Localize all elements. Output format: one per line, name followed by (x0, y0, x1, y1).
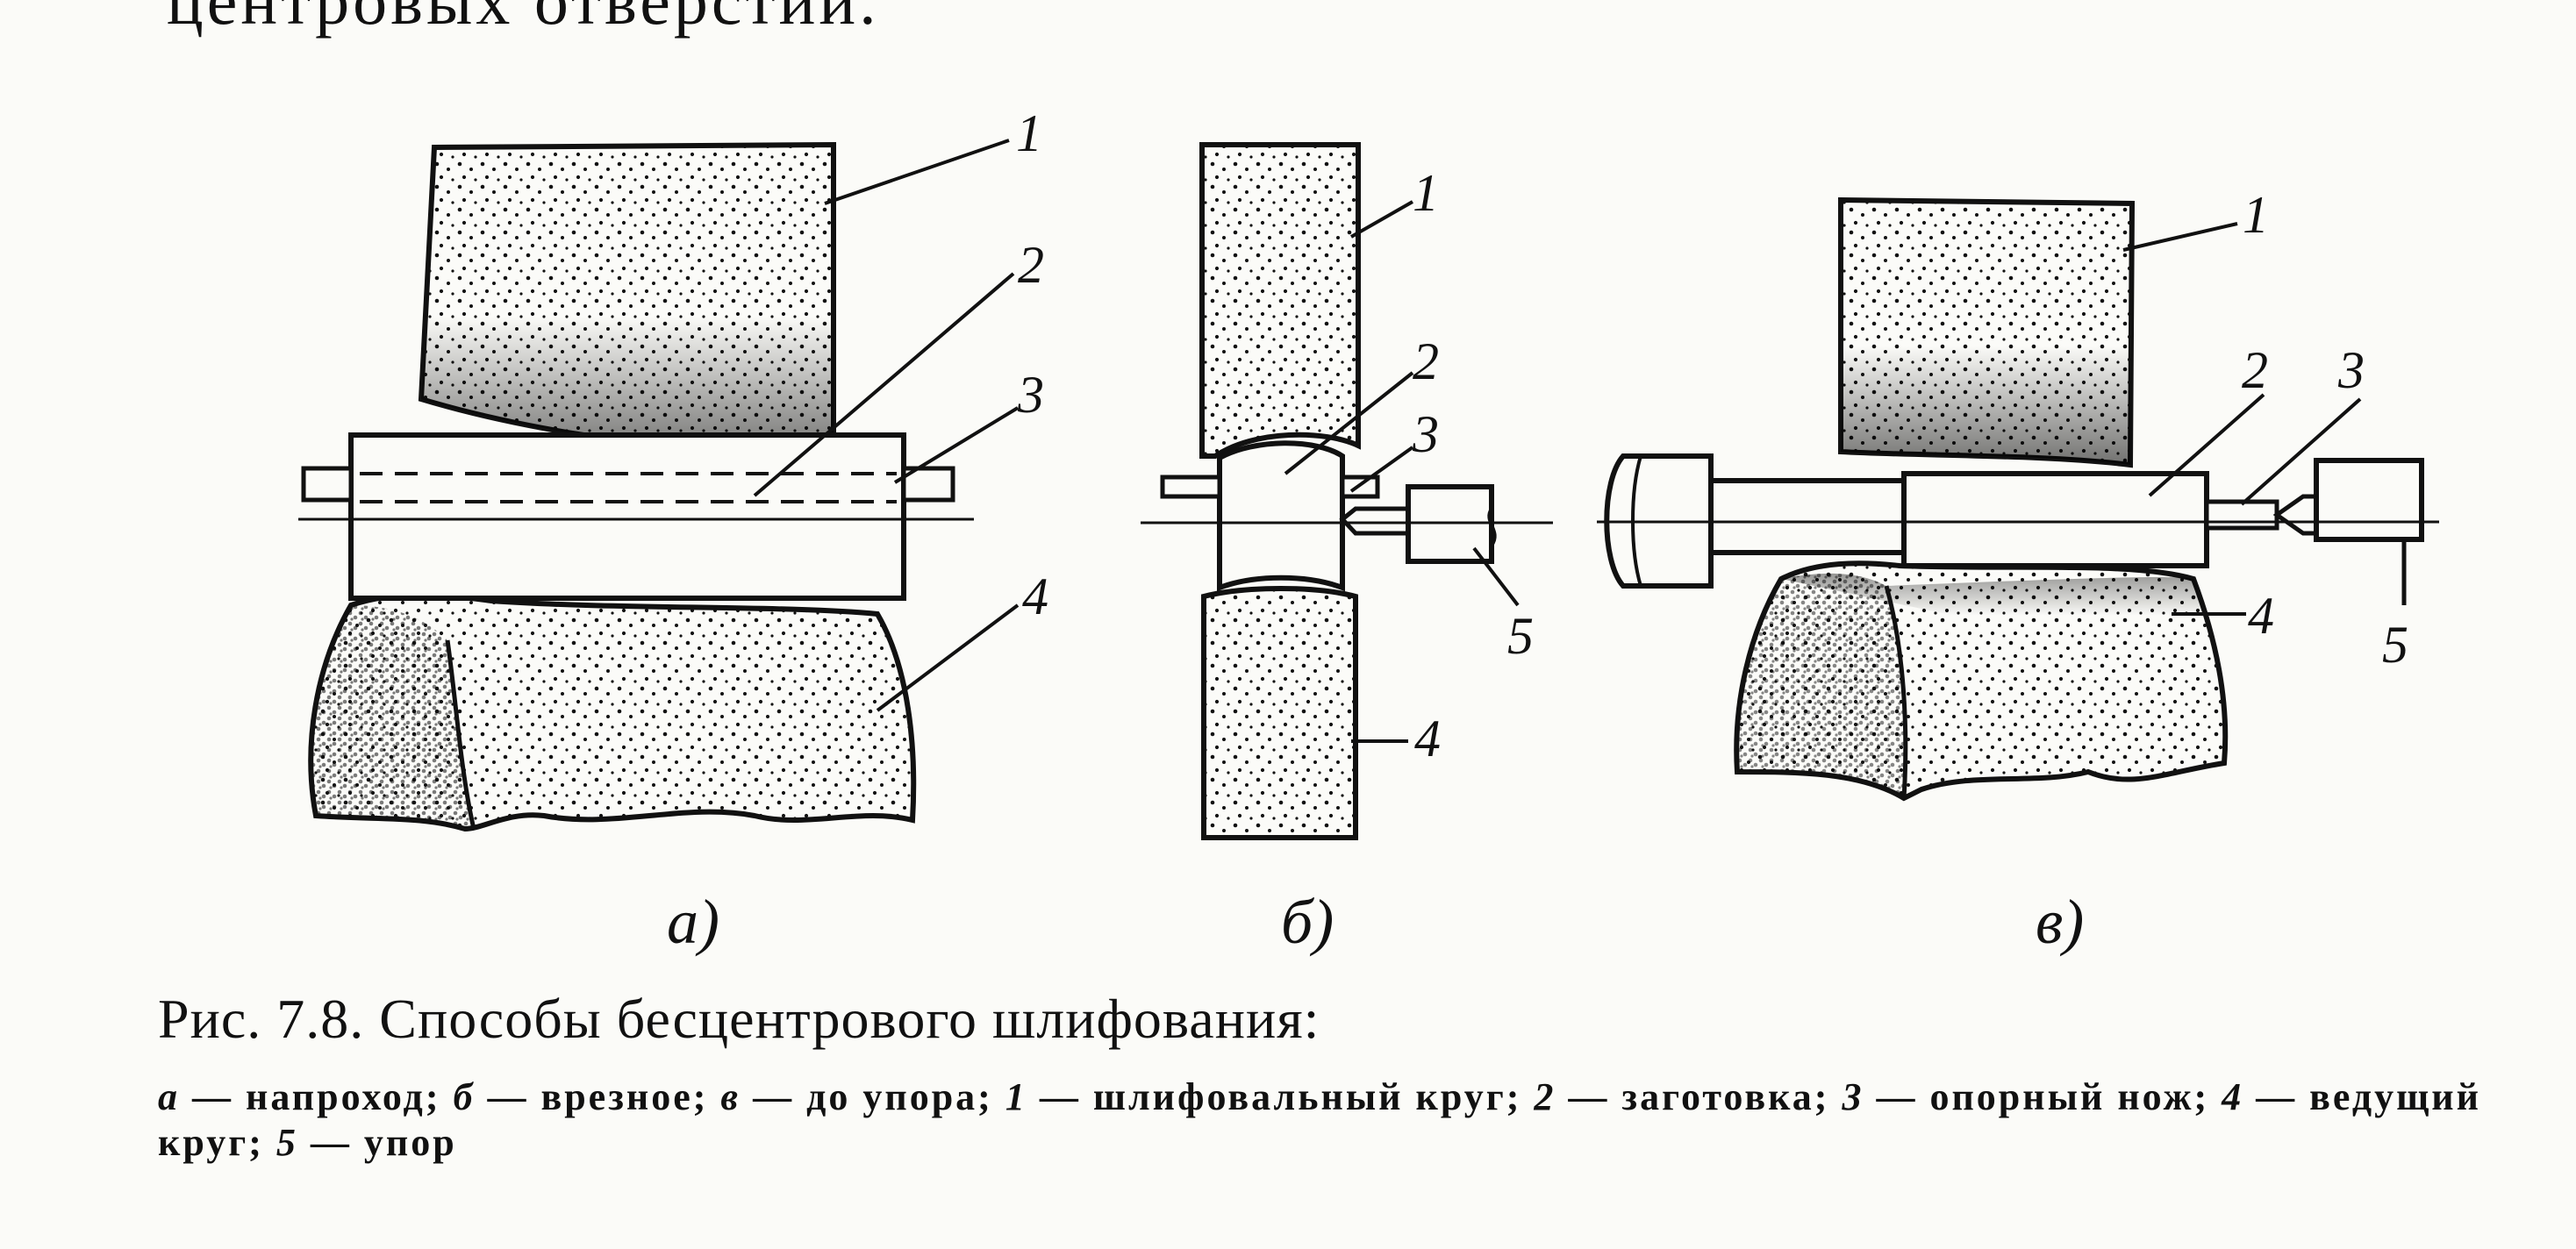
panel-a-label: а) (667, 887, 719, 957)
workpiece-a (348, 432, 906, 601)
callout-c-3: 3 (2337, 341, 2365, 399)
legend-item-4: 4 — ведущий круг; (158, 1075, 2481, 1164)
legend-item-b: б — врезное; (453, 1075, 709, 1118)
callout-a-4: 4 (1022, 567, 1048, 625)
regulating-wheel-a (308, 592, 917, 832)
support-blade-a (301, 466, 955, 503)
legend-item-v: в — до упора; (720, 1075, 993, 1118)
legend-item-1: 1 — шлифовальный круг; (1005, 1075, 1522, 1118)
callout-c-4: 4 (2248, 587, 2274, 645)
callout-b-5: 5 (1507, 607, 1534, 665)
regulating-wheel-b (1201, 586, 1358, 840)
panel-a-drawing: 1 2 3 4 (298, 104, 1048, 832)
legend-item-5: 5 — упор (275, 1121, 457, 1164)
callout-b-4: 4 (1414, 710, 1441, 767)
figure-caption-title: Рис. 7.8. Способы бесцентрового шлифован… (158, 988, 1320, 1050)
panel-c-label: в) (2036, 887, 2085, 957)
legend-item-2: 2 — заготовка; (1534, 1075, 1830, 1118)
callout-c-5: 5 (2382, 616, 2408, 674)
panel-b-drawing: 1 2 3 4 5 (1141, 142, 1553, 840)
callout-b-1: 1 (1413, 164, 1439, 222)
callout-b-3: 3 (1412, 405, 1439, 463)
legend-item-a: а — напроход; (158, 1075, 441, 1118)
legend-item-3: 3 — опорный нож; (1842, 1075, 2210, 1118)
stop-c (2272, 458, 2424, 605)
callout-a-1: 1 (1016, 104, 1042, 162)
figure-7-8: 1 2 3 4 (298, 104, 2439, 840)
grinding-wheel-c (1838, 196, 2136, 468)
previous-text-fragment: центровых отверстий. (167, 0, 880, 39)
regulating-wheel-c (1734, 560, 2229, 802)
panel-b-label: б) (1281, 887, 1335, 957)
grinding-wheel-b (1199, 142, 1361, 459)
support-blade-c (2204, 499, 2279, 531)
panel-c-drawing: 1 2 3 4 5 (1597, 186, 2439, 802)
figure-caption-legend: а — напроход; б — врезное; в — до упора;… (158, 1074, 2562, 1166)
callout-c-1: 1 (2243, 186, 2269, 244)
callout-a-2: 2 (1018, 236, 1044, 294)
callout-a-3: 3 (1017, 366, 1044, 424)
support-blade-b (1160, 475, 1380, 499)
grinding-wheel-a (418, 141, 836, 460)
center-left-c (1604, 453, 1907, 589)
workpiece-b (1217, 440, 1345, 592)
callout-b-2: 2 (1413, 332, 1439, 390)
callout-c-2: 2 (2242, 341, 2268, 399)
